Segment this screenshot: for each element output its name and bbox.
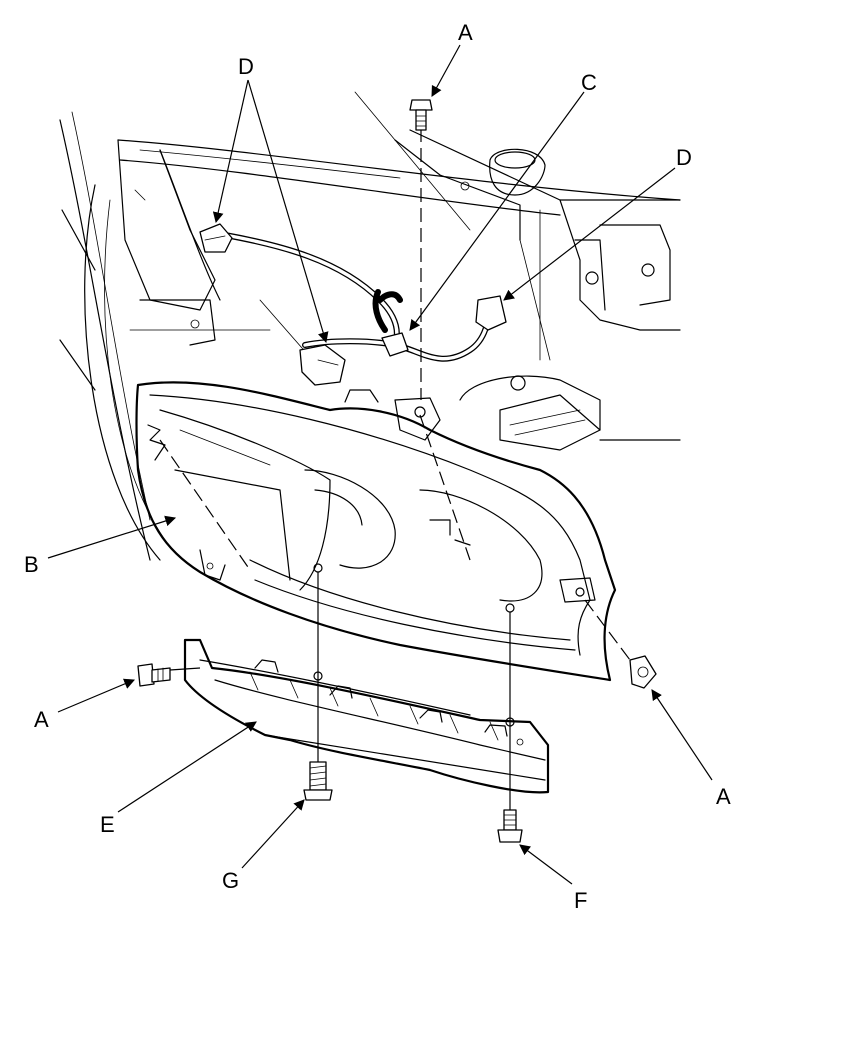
callout-a-right: A (716, 784, 731, 809)
vehicle-body-structure (59, 91, 681, 561)
connector-d-left (199, 223, 233, 253)
callout-leaders (47, 44, 713, 885)
connector-d-center (299, 344, 346, 386)
callout-a-top: A (458, 20, 473, 45)
wiring-harness (222, 232, 492, 362)
bolt-a-left (137, 663, 171, 687)
callout-f: F (574, 888, 587, 913)
callout-d-right: D (676, 145, 692, 170)
callout-c: C (581, 70, 597, 95)
connector-d-right (475, 295, 507, 331)
bolt-a-top (409, 99, 433, 131)
bolt-a-right (629, 655, 657, 689)
alignment-lines (159, 128, 631, 812)
headlight-assembly (135, 381, 617, 682)
callout-labels: A C D D B A A E G F (24, 20, 731, 913)
callout-b: B (24, 552, 39, 577)
callout-e: E (100, 812, 115, 837)
screw-g (303, 761, 333, 801)
lower-mount-bracket (183, 638, 550, 794)
callout-a-left: A (34, 707, 49, 732)
callout-d-left: D (238, 54, 254, 79)
harness-clip-c (381, 332, 409, 357)
callout-g: G (222, 868, 239, 893)
bolt-f (497, 809, 523, 843)
